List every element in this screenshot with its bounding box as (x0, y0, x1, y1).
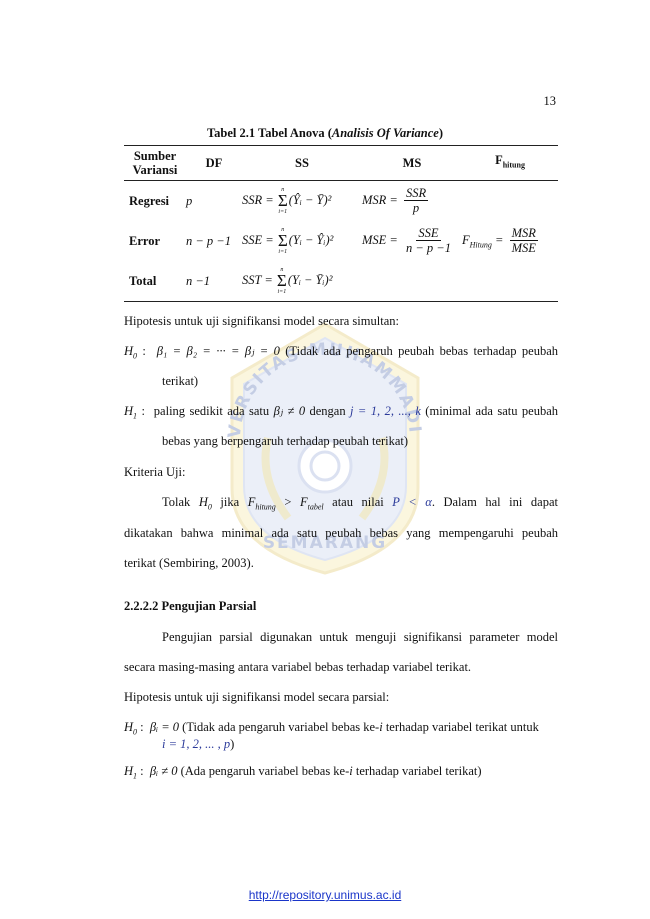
footer: http://repository.unimus.ac.id (0, 888, 650, 902)
h1-parsial-line: H1 : βᵢ ≠ 0 (Ada pengaruh variabel bebas… (124, 764, 482, 781)
ms-empty (362, 261, 462, 302)
paragraph-line: terikat (Sembiring, 2003). (124, 556, 254, 570)
header-ms: MS (402, 156, 422, 170)
h0-simultan-line: H0 : β₁ = β₂ = ··· = βⱼ = 0 (Tidak ada p… (124, 344, 558, 361)
h1-simultan-line: H1 : paling sedikit ada satu βⱼ ≠ 0 deng… (124, 404, 558, 421)
tolak-line: Tolak H0 jika Fhitung > Ftabel atau nila… (162, 495, 558, 512)
h0-simultan-cont: terikat) (162, 374, 199, 388)
header-f: Fhitung (495, 153, 525, 170)
page-number: 13 (543, 94, 557, 108)
hyp-simultan-line: Hipotesis untuk uji signifikansi model s… (124, 314, 399, 328)
table-caption: Tabel 2.1 Tabel Anova (Analisis Of Varia… (206, 126, 444, 140)
row-source: Error (129, 233, 161, 248)
h0-parsial-cont: i = 1, 2, ... , p) (162, 737, 235, 751)
repository-link[interactable]: http://repository.unimus.ac.id (248, 888, 402, 902)
header-ss: SS (295, 156, 309, 170)
h1-simultan-cont: bebas yang berpengaruh terhadap peubah t… (162, 434, 409, 448)
kriteria-heading: Kriteria Uji: (124, 465, 186, 479)
paragraph-line: Pengujian parsial digunakan untuk menguj… (162, 630, 558, 644)
university-seal-watermark: UNIVERSITAS MUHAMMADIYAH SEMARANG (218, 318, 423, 575)
watermark-bottom-text: SEMARANG (263, 533, 387, 553)
section-heading: 2.2.2.2 Pengujian Parsial (124, 599, 257, 613)
row-df: n −1 (186, 273, 211, 288)
paragraph-line: secara masing-masing antara variabel beb… (124, 660, 472, 674)
row-source: Total (129, 273, 157, 288)
row-source: Regresi (129, 193, 170, 208)
row-df: p (186, 193, 193, 208)
header-df: DF (205, 156, 223, 170)
paragraph-line: dikatakan bahwa minimal ada satu peubah … (124, 526, 558, 540)
row-df: n − p −1 (186, 233, 231, 248)
h0-parsial-line: H0 : βᵢ = 0 (Tidak ada pengaruh variabel… (124, 720, 539, 737)
hyp-parsial-line: Hipotesis untuk uji signifikansi model s… (124, 690, 390, 704)
